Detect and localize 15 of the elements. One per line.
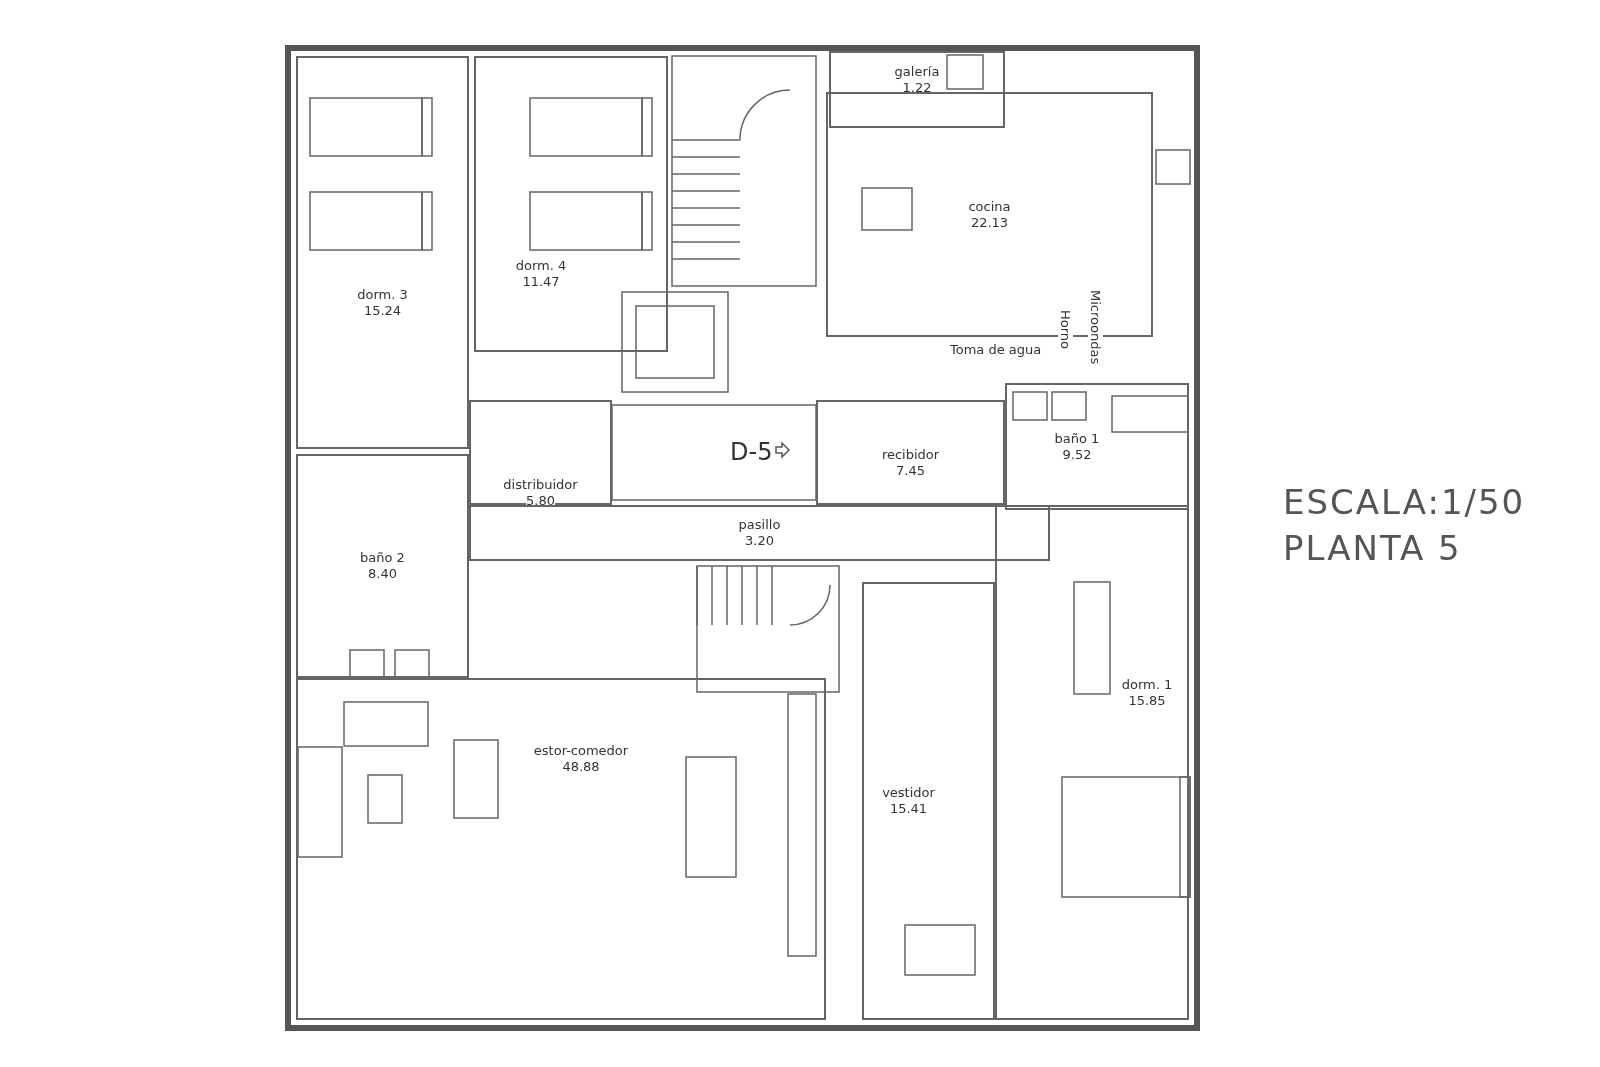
- room-outline: [816, 400, 1005, 505]
- room-name: galería: [894, 63, 940, 80]
- fixture-label: Toma de agua: [950, 342, 1042, 357]
- fixture-label: Microondas: [1088, 290, 1103, 365]
- fixture-label: Horno: [1058, 310, 1073, 350]
- room-outline: [296, 454, 469, 678]
- room-outline: [469, 505, 1050, 561]
- room-outline: [862, 582, 995, 1020]
- room-outline: [296, 56, 469, 449]
- room-outline: [296, 678, 826, 1020]
- room-name: pasillo: [738, 517, 781, 533]
- room-outline: [995, 505, 1189, 1020]
- room-outline: [1005, 383, 1189, 510]
- room-outline: [474, 56, 668, 352]
- room-outline: [829, 51, 1005, 128]
